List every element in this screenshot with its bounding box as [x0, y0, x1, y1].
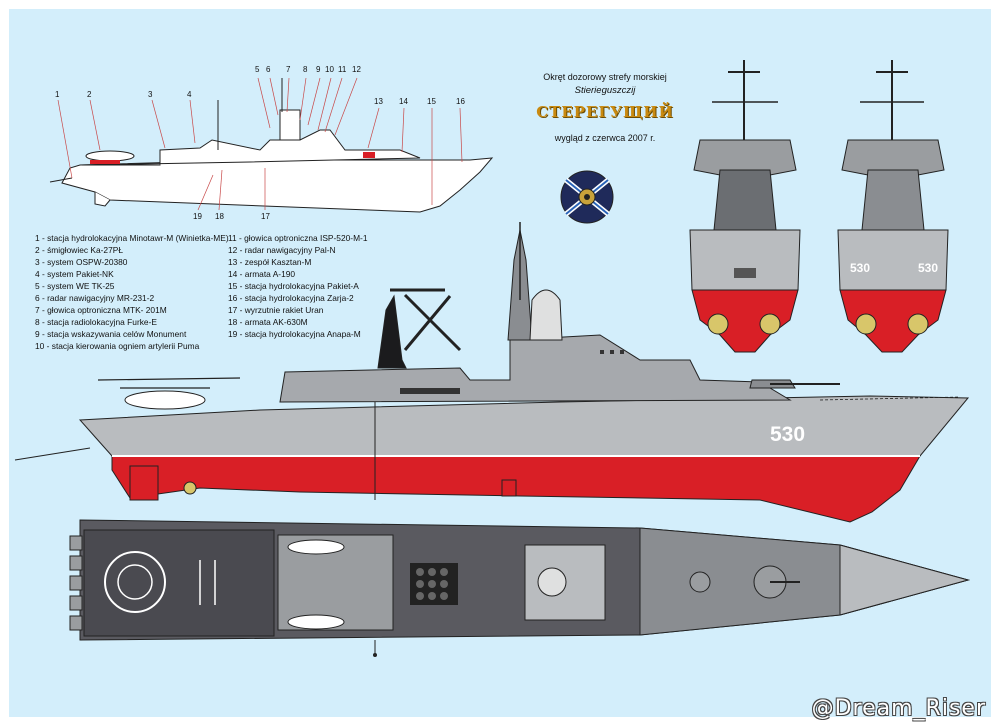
watermark: @Dream_Riser [811, 696, 986, 721]
legend-item-8: 8 - stacja radiolokacyjna Furke-E [35, 317, 157, 327]
callout-16: 16 [456, 97, 465, 106]
callout-numbers: 1 2 3 4 5 6 7 8 9 10 11 12 13 14 15 16 1… [55, 65, 465, 221]
legend-item-12: 12 - radar nawigacyjny Pal-N [228, 245, 336, 255]
legend-item-16: 16 - stacja hydrolokacyjna Zarja-2 [228, 293, 354, 303]
bow-hull-number-a: 530 [850, 261, 870, 275]
callout-7: 7 [286, 65, 291, 74]
title-ship-name-cyrillic: СТЕРЕГУЩИЙ [536, 103, 674, 121]
callout-17: 17 [261, 212, 270, 221]
callout-4: 4 [187, 90, 192, 99]
legend-item-11: 11 - głowica optroniczna ISP-520-M-1 [228, 233, 368, 243]
callout-lines [57, 77, 463, 211]
callout-13: 13 [374, 97, 383, 106]
legend-item-14: 14 - armata A-190 [228, 269, 296, 279]
callout-14: 14 [399, 97, 408, 106]
title-ship-name: Stierieguszczij [574, 85, 636, 96]
callout-19: 19 [193, 212, 202, 221]
legend-item-1: 1 - stacja hydrolokacyjna Minotawr-M (Wi… [35, 233, 229, 243]
ship-emblem [560, 170, 614, 224]
legend-item-19: 19 - stacja hydrolokacyjna Anapa-M [228, 329, 361, 339]
legend-item-5: 5 - system WE TK-25 [35, 281, 115, 291]
main-hull-number: 530 [770, 423, 805, 446]
legend-item-15: 15 - stacja hydrolokacyjna Pakiet-A [228, 281, 359, 291]
title-class-label: Okręt dozorowy strefy morskiej [543, 72, 667, 82]
legend-item-6: 6 - radar nawigacyjny MR-231-2 [35, 293, 155, 303]
legend-right: 11 - głowica optroniczna ISP-520-M-1 12 … [228, 232, 368, 340]
callout-12: 12 [352, 65, 361, 74]
bow-view-right [837, 60, 949, 353]
plan-view [69, 519, 970, 657]
legend-item-9: 9 - stacja wskazywania celów Monument [35, 329, 187, 339]
title-date-label: wygląd z czerwca 2007 r. [554, 133, 656, 143]
bow-hull-number-b: 530 [918, 261, 938, 275]
callout-9: 9 [316, 65, 321, 74]
callout-15: 15 [427, 97, 436, 106]
legend-left: 1 - stacja hydrolokacyjna Minotawr-M (Wi… [35, 232, 229, 352]
bow-view-left [689, 60, 801, 353]
callout-5: 5 [255, 65, 260, 74]
callout-8: 8 [303, 65, 308, 74]
callout-11: 11 [338, 65, 347, 74]
callout-6: 6 [266, 65, 271, 74]
legend-item-2: 2 - śmigłowiec Ka-27PŁ [35, 245, 123, 255]
legend-item-18: 18 - armata AK-630M [228, 317, 308, 327]
callout-1: 1 [55, 90, 60, 99]
main-profile [14, 222, 970, 523]
legend-item-17: 17 - wyrzutnie rakiet Uran [228, 305, 324, 315]
legend-item-10: 10 - stacja kierowania ogniem artylerii … [35, 341, 200, 351]
outline-profile-accents [49, 152, 375, 183]
callout-10: 10 [325, 65, 334, 74]
legend-item-7: 7 - głowica optroniczna MTK- 201M [35, 305, 167, 315]
outline-profile [61, 78, 494, 213]
legend-item-4: 4 - system Pakiet-NK [35, 269, 114, 279]
legend-item-3: 3 - system OSPW-20380 [35, 257, 128, 267]
legend-item-13: 13 - zespół Kasztan-M [228, 257, 312, 267]
callout-2: 2 [87, 90, 92, 99]
callout-3: 3 [148, 90, 153, 99]
callout-18: 18 [215, 212, 224, 221]
